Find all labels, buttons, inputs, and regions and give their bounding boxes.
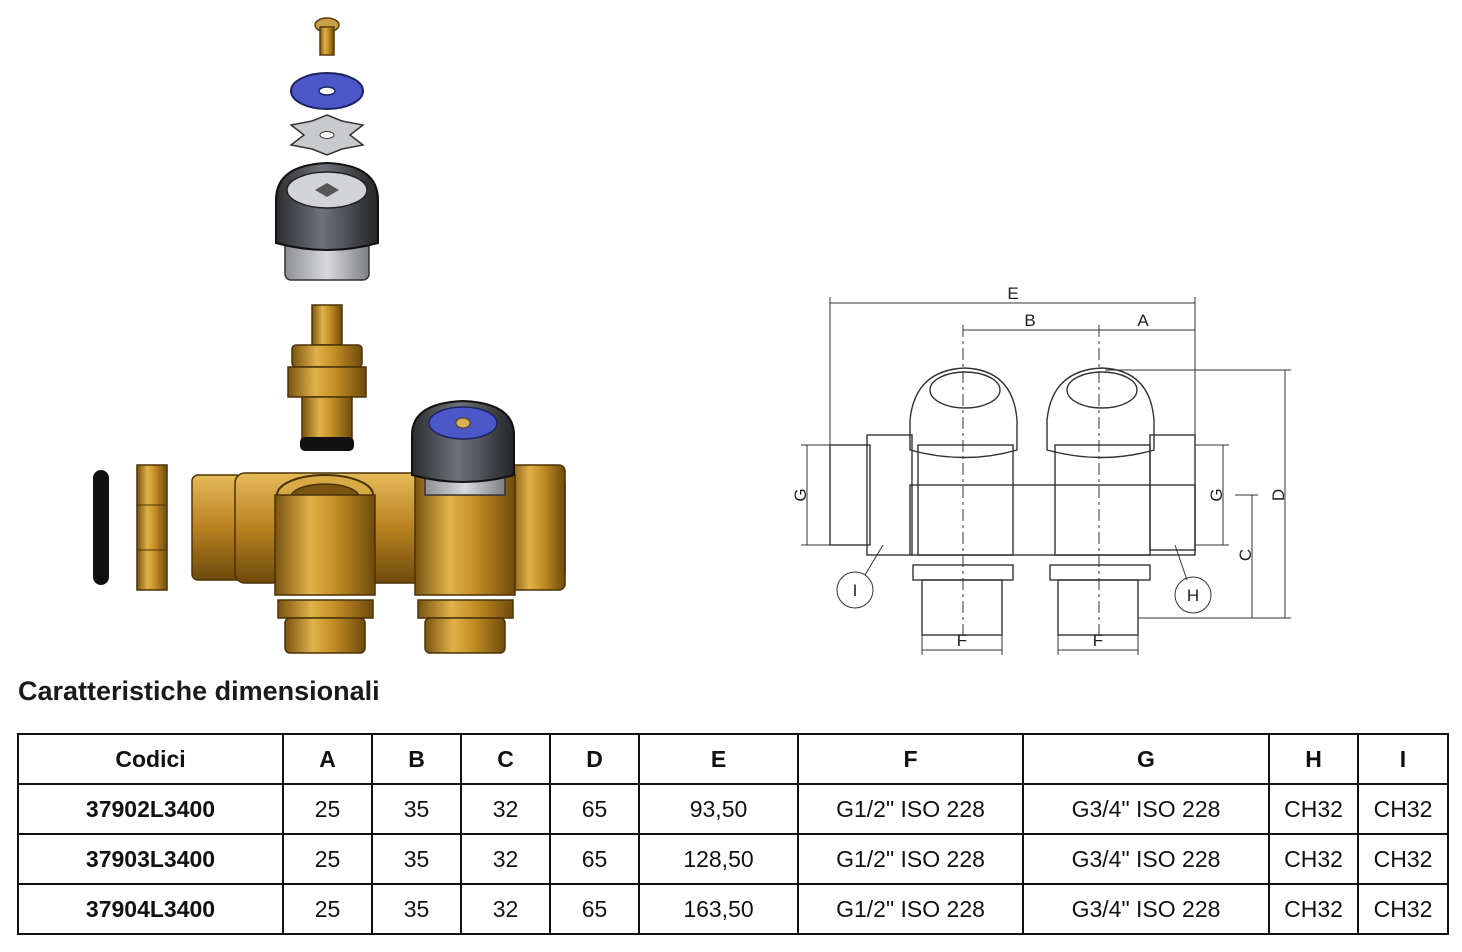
cell-i: CH32 (1357, 833, 1449, 885)
header-g: G (1022, 733, 1270, 785)
header-h: H (1268, 733, 1359, 785)
cell-d: 65 (549, 883, 640, 935)
cell-b: 35 (371, 883, 462, 935)
valve-cartridge (287, 304, 367, 451)
header-a: A (282, 733, 373, 785)
callout-H: H (1187, 586, 1199, 605)
cell-f: G1/2" ISO 228 (797, 833, 1024, 885)
dimensions-table: Codici A B C D E F G H I 37902L3400 25 3… (17, 733, 1449, 935)
header-e: E (638, 733, 799, 785)
dimension-lines (801, 297, 1291, 655)
drawing-outline (829, 367, 1196, 636)
manifold-body (191, 464, 566, 654)
cell-g: G3/4" ISO 228 (1022, 833, 1270, 885)
cell-f: G1/2" ISO 228 (797, 883, 1024, 935)
cell-c: 32 (460, 883, 551, 935)
label-A: A (1137, 311, 1149, 330)
label-F-left: F (957, 631, 967, 650)
cell-b: 35 (371, 833, 462, 885)
label-F-right: F (1093, 631, 1103, 650)
label-G-right: G (1207, 488, 1226, 501)
label-C: C (1236, 549, 1255, 561)
star-washer (289, 114, 365, 156)
blue-cap-disc (290, 72, 364, 110)
table-row: 37902L3400 25 35 32 65 93,50 G1/2" ISO 2… (17, 783, 1449, 835)
cell-i: CH32 (1357, 783, 1449, 835)
section-title: Caratteristiche dimensionali (18, 676, 380, 706)
cell-a: 25 (282, 883, 373, 935)
table-header-row: Codici A B C D E F G H I (17, 733, 1449, 785)
cell-h: CH32 (1268, 833, 1359, 885)
cell-code: 37904L3400 (17, 883, 284, 935)
cell-g: G3/4" ISO 228 (1022, 883, 1270, 935)
header-d: D (549, 733, 640, 785)
cell-c: 32 (460, 833, 551, 885)
cell-f: G1/2" ISO 228 (797, 783, 1024, 835)
exploded-view-illustration (93, 17, 566, 654)
cell-a: 25 (282, 783, 373, 835)
knob-cap-part (275, 161, 379, 281)
label-G-left: G (791, 488, 810, 501)
mounted-knob (411, 399, 515, 496)
header-c: C (460, 733, 551, 785)
cell-e: 93,50 (638, 783, 799, 835)
label-D: D (1269, 489, 1288, 501)
cell-g: G3/4" ISO 228 (1022, 783, 1270, 835)
cell-d: 65 (549, 783, 640, 835)
cell-i: CH32 (1357, 883, 1449, 935)
cell-e: 128,50 (638, 833, 799, 885)
screw-part (314, 17, 340, 56)
cell-code: 37903L3400 (17, 833, 284, 885)
header-codici: Codici (17, 733, 284, 785)
cell-d: 65 (549, 833, 640, 885)
cell-h: CH32 (1268, 883, 1359, 935)
cell-h: CH32 (1268, 783, 1359, 835)
cell-b: 35 (371, 783, 462, 835)
technical-drawing: E B A G G C D F F I H (791, 284, 1291, 655)
cell-code: 37902L3400 (17, 783, 284, 835)
o-ring (93, 470, 109, 585)
header-b: B (371, 733, 462, 785)
label-B: B (1024, 311, 1035, 330)
cell-c: 32 (460, 783, 551, 835)
cell-a: 25 (282, 833, 373, 885)
hex-nut (136, 464, 168, 591)
header-f: F (797, 733, 1024, 785)
callout-I: I (853, 581, 858, 600)
table-row: 37904L3400 25 35 32 65 163,50 G1/2" ISO … (17, 883, 1449, 935)
header-i: I (1357, 733, 1449, 785)
table-row: 37903L3400 25 35 32 65 128,50 G1/2" ISO … (17, 833, 1449, 885)
label-E: E (1007, 284, 1018, 303)
cell-e: 163,50 (638, 883, 799, 935)
